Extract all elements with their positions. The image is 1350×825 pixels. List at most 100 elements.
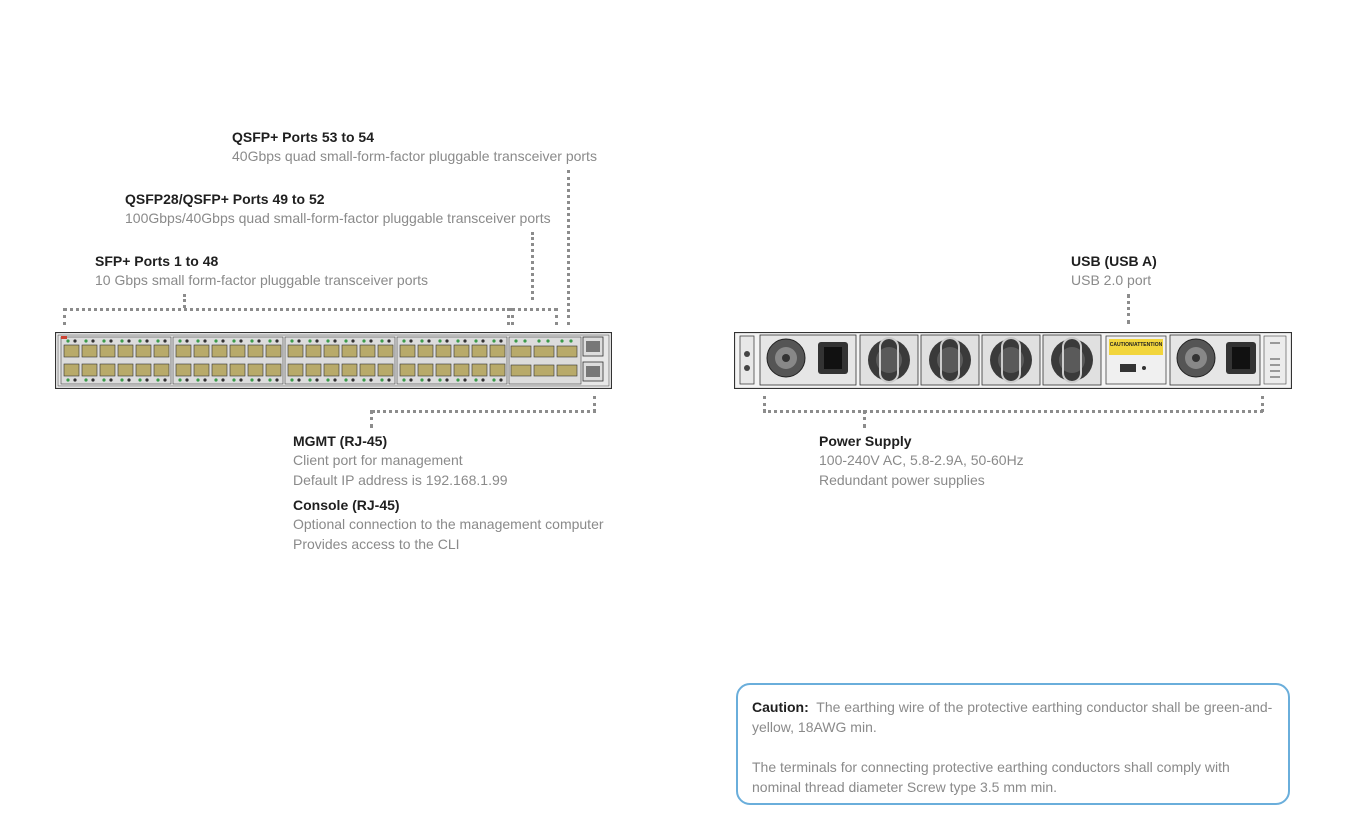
port-led xyxy=(66,378,70,382)
port-led xyxy=(297,339,301,343)
console-line2: Provides access to the CLI xyxy=(293,536,460,552)
sfp-port xyxy=(323,363,340,377)
caution-paragraph-1: Caution: The earthing wire of the protec… xyxy=(752,697,1274,737)
port-led xyxy=(344,378,348,382)
ground-terminal xyxy=(739,335,755,385)
sfp-port xyxy=(135,344,152,358)
port-led xyxy=(84,378,88,382)
port-led xyxy=(102,378,106,382)
qsfp-port xyxy=(533,364,555,377)
sfp-port xyxy=(229,344,246,358)
port-led xyxy=(196,378,200,382)
port-led xyxy=(537,339,541,343)
port-led xyxy=(239,339,243,343)
sfp-port xyxy=(489,344,506,358)
port-led xyxy=(91,378,95,382)
port-led xyxy=(120,378,124,382)
port-led xyxy=(268,378,272,382)
brand-logo xyxy=(61,336,67,339)
port-led xyxy=(427,378,431,382)
port-led xyxy=(492,378,496,382)
port-led xyxy=(178,339,182,343)
qsfp28-49-52-leader xyxy=(531,232,534,300)
port-led xyxy=(297,378,301,382)
port-led xyxy=(326,339,330,343)
port-led xyxy=(250,339,254,343)
port-led xyxy=(326,378,330,382)
port-led xyxy=(257,378,261,382)
qsfp28-49-52-desc: 100Gbps/40Gbps quad small-form-factor pl… xyxy=(125,210,551,226)
fan-handle xyxy=(1001,337,1021,383)
port-led xyxy=(546,339,550,343)
qsfp-53-54-callout: QSFP+ Ports 53 to 54 40Gbps quad small-f… xyxy=(232,128,597,166)
qsfp-port xyxy=(510,364,532,377)
fan-handle xyxy=(1062,337,1082,383)
sfp-port xyxy=(471,363,488,377)
port-led xyxy=(290,339,294,343)
qsfp-port xyxy=(533,345,555,358)
fan-hub xyxy=(1059,347,1085,373)
port-led xyxy=(387,378,391,382)
switch-rear-panel: CAUTION/ATTENTION xyxy=(734,332,1292,389)
port-led xyxy=(463,339,467,343)
port-led xyxy=(369,339,373,343)
port-led xyxy=(402,378,406,382)
sfp-port xyxy=(211,363,228,377)
port-led xyxy=(290,378,294,382)
sfp-1-48-desc: 10 Gbps small form-factor pluggable tran… xyxy=(95,272,429,288)
port-led xyxy=(127,378,131,382)
port-led xyxy=(362,378,366,382)
mgmt-title: MGMT (RJ-45) xyxy=(293,433,388,449)
mgmt-line1: Client port for management xyxy=(293,452,463,468)
port-led xyxy=(333,378,337,382)
sfp-port xyxy=(287,344,304,358)
usb-leader xyxy=(1127,294,1130,324)
port-led xyxy=(362,339,366,343)
qsfp28-49-52-bracket xyxy=(507,308,557,311)
port-led xyxy=(221,378,225,382)
port-led xyxy=(163,339,167,343)
sfp-port xyxy=(99,344,116,358)
port-led xyxy=(109,378,113,382)
port-led xyxy=(127,339,131,343)
sfp-port xyxy=(81,363,98,377)
sfp-port xyxy=(81,344,98,358)
qsfp28-49-52-title: QSFP28/QSFP+ Ports 49 to 52 xyxy=(125,191,325,207)
port-led xyxy=(474,339,478,343)
usb-callout: USB (USB A) USB 2.0 port xyxy=(1071,252,1157,290)
port-led xyxy=(109,339,113,343)
qsfp-port xyxy=(556,345,578,358)
qsfp28-49-52-bracket-left xyxy=(507,308,510,325)
sfp-port xyxy=(135,363,152,377)
port-led xyxy=(275,339,279,343)
port-led xyxy=(333,339,337,343)
sfp-port xyxy=(63,344,80,358)
port-led xyxy=(380,378,384,382)
port-led xyxy=(275,378,279,382)
sfp-port xyxy=(341,363,358,377)
fan-hub xyxy=(937,347,963,373)
usb-desc: USB 2.0 port xyxy=(1071,272,1152,288)
qsfp-53-54-desc: 40Gbps quad small-form-factor pluggable … xyxy=(232,148,597,164)
sfp-port xyxy=(153,363,170,377)
sfp-port xyxy=(471,344,488,358)
qsfp-port xyxy=(510,345,532,358)
port-led xyxy=(445,339,449,343)
sfp-port xyxy=(193,363,210,377)
mgmt-console-leader-h xyxy=(372,410,596,413)
port-led xyxy=(120,339,124,343)
sfp-port xyxy=(435,363,452,377)
fan-hub xyxy=(876,347,902,373)
port-led xyxy=(351,339,355,343)
port-led xyxy=(250,378,254,382)
sfp-port xyxy=(489,363,506,377)
caution-heading: Caution: xyxy=(752,699,809,715)
port-led xyxy=(456,339,460,343)
port-led xyxy=(84,339,88,343)
port-led xyxy=(203,378,207,382)
power-leader-drop xyxy=(863,410,866,428)
mgmt-line2: Default IP address is 192.168.1.99 xyxy=(293,472,508,488)
power-leader-h xyxy=(763,410,1263,413)
sfp-port xyxy=(359,363,376,377)
sfp-port xyxy=(265,363,282,377)
